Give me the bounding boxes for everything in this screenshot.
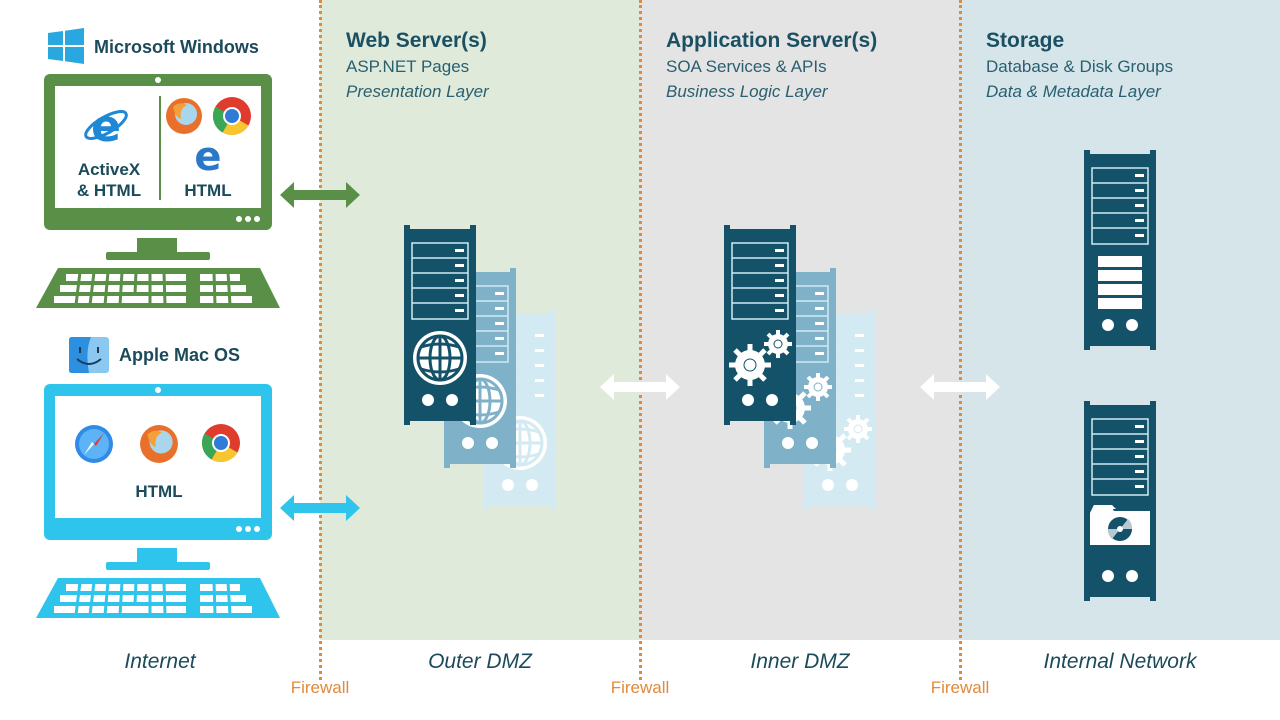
database-server: [1083, 149, 1157, 351]
web-server-stack: [403, 224, 557, 511]
bidirectional-arrow-web-app: [600, 374, 680, 400]
safari-icon: [75, 425, 113, 463]
web-server-header: Web Server(s) ASP.NET Pages Presentation…: [346, 28, 489, 104]
edge-icon: e: [194, 134, 221, 180]
firewall-line-3: [959, 0, 962, 680]
bidirectional-arrow-windows: [280, 182, 360, 208]
chrome-icon: [201, 424, 240, 463]
windows-logo-icon: [48, 28, 84, 64]
internet-explorer-icon: e: [84, 101, 128, 152]
disk-storage-server: [1083, 400, 1157, 602]
firewall-label: Firewall: [290, 678, 350, 697]
tier-subtitle: ASP.NET Pages: [346, 57, 470, 76]
zone-label-internet: Internet: [124, 650, 196, 673]
zone-label-internal-network: Internal Network: [1043, 650, 1197, 673]
tier-layer: Data & Metadata Layer: [986, 82, 1161, 101]
os-label-mac: Apple Mac OS: [119, 345, 241, 365]
finder-icon: [69, 337, 109, 373]
firewall-line-1: [319, 0, 322, 680]
svg-text:e: e: [194, 134, 221, 180]
zone-label-outer-dmz: Outer DMZ: [428, 650, 532, 673]
server-rack-front: [723, 224, 797, 426]
firewall-label: Firewall: [610, 678, 670, 697]
tier-subtitle: SOA Services & APIs: [666, 57, 827, 76]
app-server-header: Application Server(s) SOA Services & API…: [666, 28, 877, 104]
mac-desktop-computer: [36, 384, 280, 618]
storage-header: Storage Database & Disk Groups Data & Me…: [986, 28, 1173, 104]
mac-screen-label: HTML: [135, 482, 183, 501]
server-rack-front: [403, 224, 477, 426]
zone-label-inner-dmz: Inner DMZ: [750, 650, 850, 673]
bidirectional-arrow-app-storage: [920, 374, 1000, 400]
firefox-icon: [140, 425, 178, 463]
label-line: ActiveX: [77, 160, 141, 179]
firewall-label: Firewall: [930, 678, 990, 697]
windows-left-label: ActiveX & HTML: [62, 159, 156, 201]
tier-title: Application Server(s): [666, 29, 878, 52]
os-label-windows: Microsoft Windows: [94, 37, 259, 57]
tier-title: Web Server(s): [346, 29, 487, 52]
label-line: & HTML: [76, 181, 142, 200]
firewall-line-2: [639, 0, 642, 680]
tier-title: Storage: [986, 29, 1065, 52]
tier-subtitle: Database & Disk Groups: [986, 57, 1174, 76]
app-server-stack: [723, 224, 877, 511]
tier-layer: Presentation Layer: [346, 82, 489, 101]
windows-right-label: HTML: [184, 181, 232, 200]
chrome-icon: [212, 97, 251, 136]
tier-layer: Business Logic Layer: [666, 82, 828, 101]
bidirectional-arrow-mac: [280, 495, 360, 521]
firefox-icon: [166, 98, 202, 134]
